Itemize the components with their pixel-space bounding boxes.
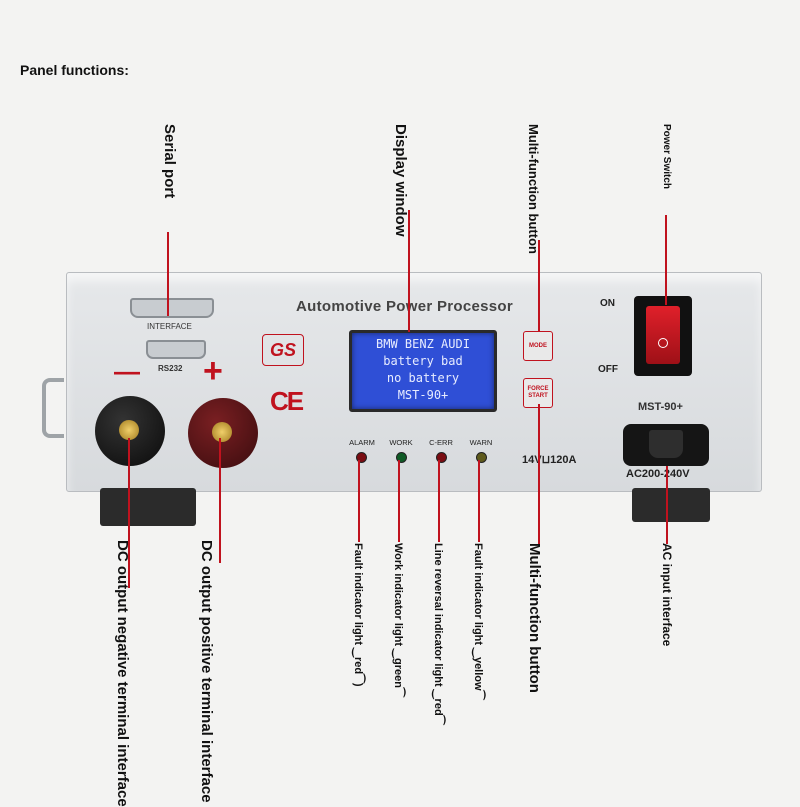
rs232-db9-port[interactable]	[146, 340, 206, 359]
display-window: BMW BENZ AUDI battery bad no battery MST…	[349, 330, 497, 412]
callout-fault-red: Fault indicator light ‿red⁀)	[352, 543, 364, 687]
minus-sign: —	[114, 356, 140, 386]
c-err-led	[436, 452, 447, 463]
alarm-label: ALARM	[349, 438, 375, 447]
alarm-led	[356, 452, 367, 463]
leader-serial-port	[167, 232, 169, 316]
callout-ac-input: AC input interface	[660, 543, 674, 647]
lcd-line-1: BMW BENZ AUDI	[376, 337, 470, 351]
power-switch[interactable]	[646, 306, 680, 364]
plus-sign: +	[203, 352, 223, 390]
callout-power-switch: Power Switch	[661, 124, 672, 190]
callout-display-window-text: Display window	[392, 124, 409, 237]
ac-input-socket[interactable]	[623, 424, 709, 466]
work-led	[396, 452, 407, 463]
model-label: MST-90+	[638, 401, 683, 413]
callout-work-green: Work indicator light ‿green⁀	[392, 543, 404, 697]
gs-logo: GS	[262, 334, 304, 366]
work-label: WORK	[389, 438, 413, 447]
leader-dc-negative	[128, 438, 130, 588]
callout-multi-function-bottom-text: Multi-function button	[526, 543, 543, 693]
switch-off-label: OFF	[598, 364, 618, 375]
ac-range-label: AC200-240V	[626, 468, 690, 480]
rating-label: 14V⊔120A	[522, 454, 577, 466]
interface-db25-port[interactable]	[130, 298, 214, 318]
lcd-line-2: battery bad	[383, 354, 463, 368]
c-err-label: C-ERR	[429, 438, 453, 447]
lcd-line-3: no battery	[386, 371, 460, 385]
dc-negative-terminal[interactable]	[95, 396, 165, 466]
leader-c-err	[438, 460, 440, 542]
leader-alarm	[358, 460, 360, 542]
leader-warn	[478, 460, 480, 542]
leader-work	[398, 460, 400, 542]
power-switch-indicator	[658, 338, 668, 348]
device-foot-left	[100, 488, 196, 526]
brand-title: Automotive Power Processor	[296, 298, 514, 315]
interface-label: INTERFACE	[147, 322, 192, 331]
rs232-label: RS232	[158, 364, 183, 373]
mode-button[interactable]: MODE	[523, 331, 553, 361]
carry-handle	[42, 378, 64, 438]
ac-socket-inner	[649, 430, 683, 458]
callout-display-window: Display window	[392, 124, 409, 237]
callout-dc-positive: DC output positive terminal interface	[198, 540, 215, 803]
callout-multi-function-bottom: Multi-function button	[526, 543, 543, 693]
switch-on-label: ON	[600, 298, 615, 309]
callout-line-reversal: Line reversal indicator light ‿red⁀	[432, 543, 444, 725]
warn-led	[476, 452, 487, 463]
leader-multi-bottom	[538, 404, 540, 544]
callout-multi-function-top-text: Multi-function button	[526, 124, 541, 254]
leader-power-switch	[665, 215, 667, 305]
warn-label: WARN	[469, 438, 493, 447]
ce-mark: CE	[270, 386, 304, 416]
callout-fault-yellow: Fault indicator light ‿yellow⁀	[472, 543, 484, 700]
callout-serial-port: Serial port	[161, 124, 178, 199]
dc-positive-terminal[interactable]	[188, 398, 258, 468]
leader-dc-positive	[219, 438, 221, 563]
leader-display	[408, 210, 410, 332]
leader-ac-input	[666, 466, 668, 544]
negative-terminal-stud	[119, 420, 139, 440]
callout-dc-negative: DC output negative terminal interface	[114, 540, 131, 807]
callout-dc-negative-text: DC output negative terminal interface	[114, 540, 131, 807]
leader-multi-top	[538, 240, 540, 332]
lcd-line-4: MST-90+	[397, 388, 449, 402]
page-heading: Panel functions:	[20, 62, 129, 78]
device-foot-right	[632, 488, 710, 522]
callout-dc-positive-text: DC output positive terminal interface	[198, 540, 215, 803]
callout-multi-function-top: Multi-function button	[526, 124, 541, 254]
positive-terminal-stud	[212, 422, 232, 442]
